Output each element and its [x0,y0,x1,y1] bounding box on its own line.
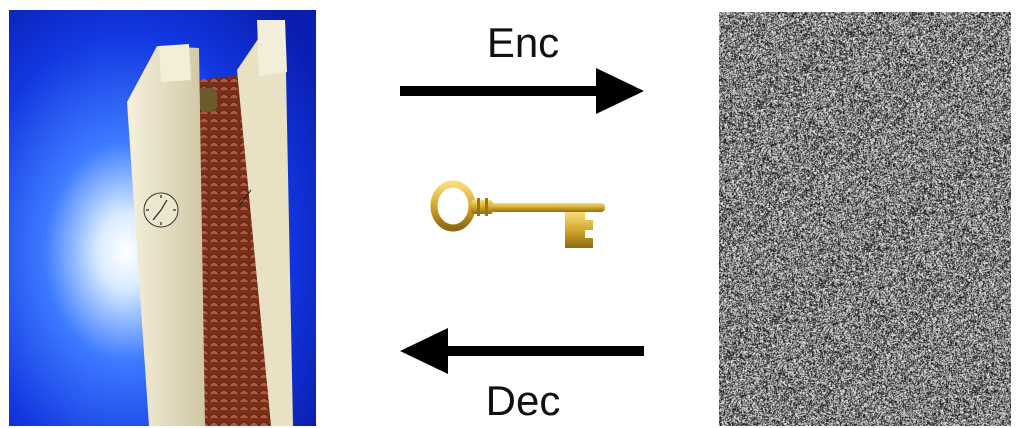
clock-icon [143,192,179,228]
encrypt-label: Enc [486,19,560,66]
cipher-noise-image [719,12,1011,426]
key-icon [430,180,605,248]
plain-image [9,10,316,426]
encrypt-arrow [400,68,644,114]
decrypt-arrow [400,328,644,374]
decrypt-label: Dec [485,377,561,424]
clock-icon-secondary [238,189,252,207]
